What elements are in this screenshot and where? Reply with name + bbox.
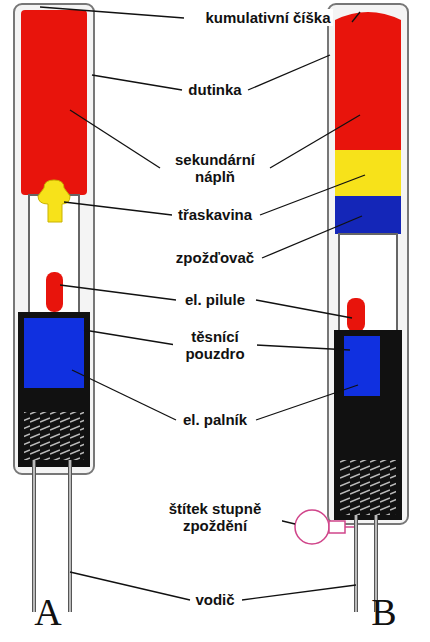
crimp-coil [24, 412, 84, 460]
figure-letter: B [369, 592, 398, 632]
secondary-charge [21, 10, 87, 195]
part-label: třaskavina [176, 206, 254, 223]
crimp-coil [340, 460, 396, 515]
electric-pill [46, 272, 63, 312]
part-label: štítek stupně zpoždění [148, 500, 282, 534]
tag-clip [345, 526, 354, 528]
part-label: dutinka [186, 81, 243, 98]
figure-letter: A [32, 592, 63, 632]
leader-lines [40, 7, 365, 600]
part-label: těsnící pouzdro [173, 328, 257, 362]
electric-pill [347, 298, 365, 332]
sealing-plug [344, 336, 380, 396]
wire [32, 460, 36, 612]
part-label: zpožďovač [174, 249, 256, 266]
wire [68, 460, 72, 612]
part-label: el. palník [181, 411, 249, 428]
delay-tag [295, 510, 329, 544]
plug-body [334, 330, 402, 520]
tag-clip [329, 521, 345, 533]
wire-core [69, 460, 71, 612]
detonator-a [14, 4, 94, 612]
inner-capsule [339, 234, 397, 334]
part-label: el. pilule [183, 291, 247, 308]
part-label: kumulativní číška [203, 9, 332, 26]
secondary-charge [335, 12, 401, 150]
part-label: vodič [193, 591, 236, 608]
primary-explosive [335, 150, 401, 196]
primary-explosive [38, 180, 70, 222]
sealing-plug [24, 318, 84, 388]
wire-core [355, 515, 357, 612]
wire [354, 515, 358, 612]
detonator-b [295, 4, 408, 612]
tube-shell [14, 4, 94, 474]
wire-core [33, 460, 35, 612]
tube-shell [328, 4, 408, 524]
plug-body [18, 312, 90, 467]
delay-element [335, 196, 401, 234]
part-label: sekundární náplň [163, 151, 267, 185]
